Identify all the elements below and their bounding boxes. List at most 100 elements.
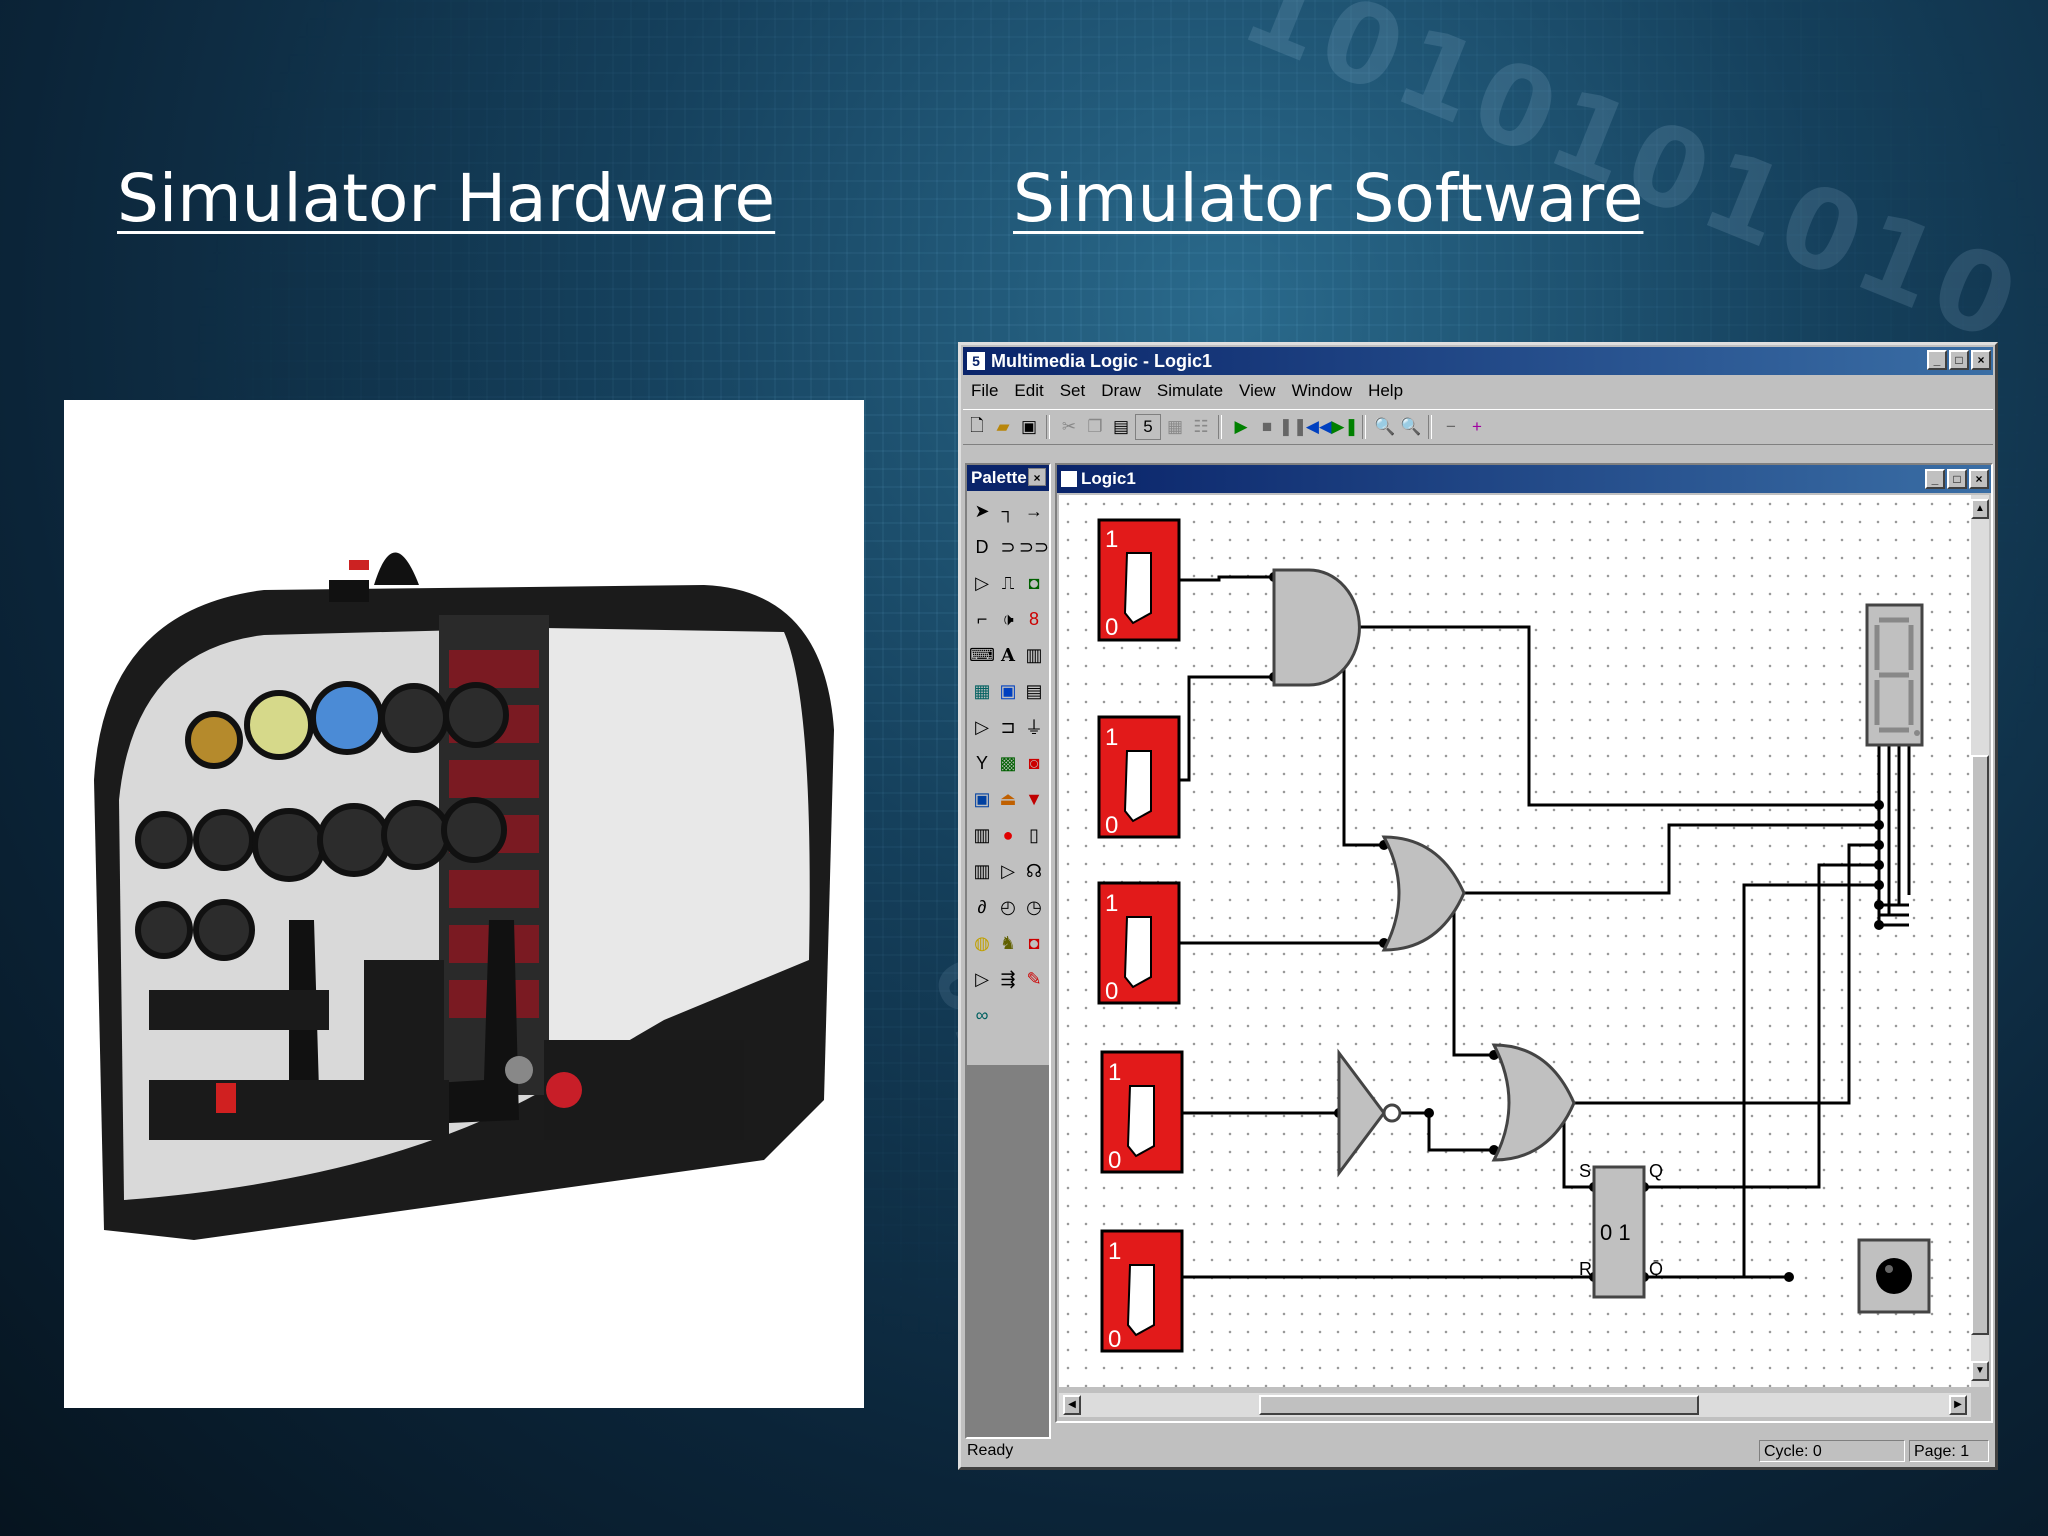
red-light-icon[interactable]: ● <box>1002 824 1014 845</box>
document-titlebar[interactable]: Logic1 _ □ × <box>1057 465 1991 493</box>
seven-segment-icon[interactable]: 8 <box>1028 608 1039 629</box>
menu-file[interactable]: File <box>971 381 999 400</box>
display-icon[interactable]: ▤ <box>1025 680 1043 701</box>
step-icon[interactable]: ▶❚ <box>1331 417 1359 436</box>
buffer-icon[interactable]: ▷ <box>975 572 989 593</box>
splitter-icon[interactable]: ⇶ <box>1000 968 1016 989</box>
switch-5[interactable]: 1 0 <box>1100 1229 1184 1353</box>
scroll-left-button[interactable]: ◀ <box>1063 1395 1081 1415</box>
minimize-button[interactable]: _ <box>1927 350 1947 370</box>
menu-help[interactable]: Help <box>1368 381 1404 400</box>
step-back-icon[interactable]: ◀◀ <box>1305 417 1333 436</box>
run-icon[interactable]: ▶ <box>1234 417 1248 436</box>
clock-icon[interactable]: ⎍ <box>1001 572 1015 593</box>
vertical-scrollbar[interactable]: ▲ ▼ <box>1971 495 1989 1387</box>
memory-icon[interactable]: ▣ <box>973 788 991 809</box>
grid-icon[interactable]: ▦ <box>973 680 991 701</box>
doc-close-button[interactable]: × <box>1969 469 1989 489</box>
binoculars-icon[interactable]: ∞ <box>975 1004 989 1025</box>
cut-icon[interactable]: ✂ <box>1061 417 1077 436</box>
joystick-icon[interactable]: ♞ <box>999 932 1017 953</box>
switch-1[interactable]: 1 0 <box>1097 518 1181 642</box>
horizontal-scrollbar[interactable]: ◀ ▶ <box>1059 1393 1971 1417</box>
doc-maximize-button[interactable]: □ <box>1947 469 1967 489</box>
nand-icon[interactable]: ▷ <box>975 716 989 737</box>
ascii-icon[interactable]: ▥ <box>1025 644 1043 665</box>
window-titlebar[interactable]: 5 Multimedia Logic - Logic1 _ □ × <box>963 347 1993 375</box>
switch-icon[interactable]: ⌐ <box>976 608 988 629</box>
antenna-icon[interactable]: Y <box>975 752 988 773</box>
select-tool-icon[interactable]: ➤ <box>974 500 990 521</box>
keyboard-icon[interactable]: ⌨ <box>969 644 995 665</box>
zoom-out-icon[interactable]: 🔍 <box>1374 417 1396 436</box>
align-icon[interactable]: ☷ <box>1193 417 1209 436</box>
xor-gate-icon[interactable]: ⊃⊃ <box>1018 536 1050 557</box>
remove-page-icon[interactable]: − <box>1446 417 1456 436</box>
wire-tool-icon[interactable]: ┐ <box>1001 500 1015 521</box>
cockpit-panel-photo <box>64 400 864 1408</box>
pause-icon[interactable]: ❚❚ <box>1278 417 1308 436</box>
simulate-mode-icon[interactable]: 5 <box>1135 414 1161 440</box>
bitmap-icon[interactable]: ▣ <box>999 680 1017 701</box>
menu-draw[interactable]: Draw <box>1101 381 1141 400</box>
connect-tool-icon[interactable]: → <box>1025 500 1043 521</box>
switch-2[interactable]: 1 0 <box>1097 715 1181 839</box>
not-gate[interactable] <box>1337 1048 1402 1178</box>
register-icon[interactable]: ▥ <box>973 860 991 881</box>
pen-icon[interactable]: ✎ <box>1026 968 1042 989</box>
palette-close-button[interactable]: × <box>1028 468 1046 486</box>
robot-icon[interactable]: ◘ <box>1028 932 1040 953</box>
timer-icon[interactable]: ◙ <box>1028 752 1040 773</box>
chip-icon[interactable]: ▩ <box>999 752 1017 773</box>
sr-flip-flop[interactable]: 0 1 S R Q Q̄ <box>1579 1161 1663 1299</box>
open-folder-icon[interactable]: ▰ <box>996 417 1010 436</box>
ground-icon[interactable]: ⏚ <box>1025 718 1043 738</box>
close-button[interactable]: × <box>1971 350 1991 370</box>
circuit-canvas[interactable]: 1 0 1 0 1 0 1 <box>1059 495 1971 1387</box>
lightbulb-icon[interactable]: ◍ <box>974 932 990 953</box>
menu-simulate[interactable]: Simulate <box>1156 381 1224 400</box>
or-gate-2[interactable] <box>1491 1043 1576 1162</box>
scroll-down-button[interactable]: ▼ <box>1971 1361 1989 1381</box>
bulb-icon[interactable]: ☊ <box>1026 860 1042 881</box>
switch-4[interactable]: 1 0 <box>1100 1050 1184 1174</box>
tristate-icon[interactable]: ▷ <box>1001 860 1015 881</box>
clock-face-icon[interactable]: ◴ <box>1000 896 1016 917</box>
and-gate-icon[interactable]: D <box>975 536 989 557</box>
add-page-icon[interactable]: + <box>1472 417 1482 436</box>
maximize-button[interactable]: □ <box>1949 350 1969 370</box>
page-icon[interactable]: ▯ <box>1029 824 1039 845</box>
or-gate-1[interactable] <box>1381 835 1466 952</box>
palette-titlebar[interactable]: Palette × <box>967 465 1049 491</box>
menu-set[interactable]: Set <box>1059 381 1086 400</box>
stop-icon[interactable]: ■ <box>1261 417 1273 436</box>
doc-minimize-button[interactable]: _ <box>1925 469 1945 489</box>
led-icon[interactable]: ◘ <box>1028 572 1040 593</box>
and-gate[interactable] <box>1272 568 1361 687</box>
stopwatch-icon[interactable]: ◷ <box>1026 896 1042 917</box>
nor-icon[interactable]: ⊐ <box>1000 716 1016 737</box>
switch-3[interactable]: 1 0 <box>1097 881 1181 1005</box>
svg-text:1: 1 <box>1108 1238 1121 1265</box>
save-icon[interactable]: ▣ <box>1020 417 1038 436</box>
properties-icon[interactable]: ▦ <box>1166 417 1184 436</box>
horizontal-scroll-thumb[interactable] <box>1259 1395 1699 1415</box>
menu-edit[interactable]: Edit <box>1014 381 1044 400</box>
amplifier-icon[interactable]: ▷ <box>975 968 989 989</box>
text-icon[interactable]: A <box>1001 644 1015 666</box>
random-icon[interactable]: ∂ <box>977 896 987 917</box>
push-button-icon[interactable]: ⏏ <box>999 788 1017 809</box>
paste-icon[interactable]: ▤ <box>1112 417 1130 436</box>
or-gate-icon[interactable]: ⊃ <box>1000 536 1016 557</box>
zoom-in-icon[interactable]: 🔍 <box>1400 417 1422 436</box>
menu-window[interactable]: Window <box>1291 381 1353 400</box>
menu-view[interactable]: View <box>1239 381 1276 400</box>
counter-icon[interactable]: ▥ <box>973 824 991 845</box>
vertical-scroll-thumb[interactable] <box>1971 755 1989 1335</box>
new-file-icon[interactable]: 🗋 <box>970 415 984 435</box>
scroll-up-button[interactable]: ▲ <box>1971 499 1989 519</box>
speaker-icon[interactable]: 🕩 <box>1002 608 1014 629</box>
scroll-right-button[interactable]: ▶ <box>1949 1395 1967 1415</box>
copy-icon[interactable]: ❐ <box>1087 417 1103 436</box>
signal-icon[interactable]: ▼ <box>1025 788 1043 809</box>
